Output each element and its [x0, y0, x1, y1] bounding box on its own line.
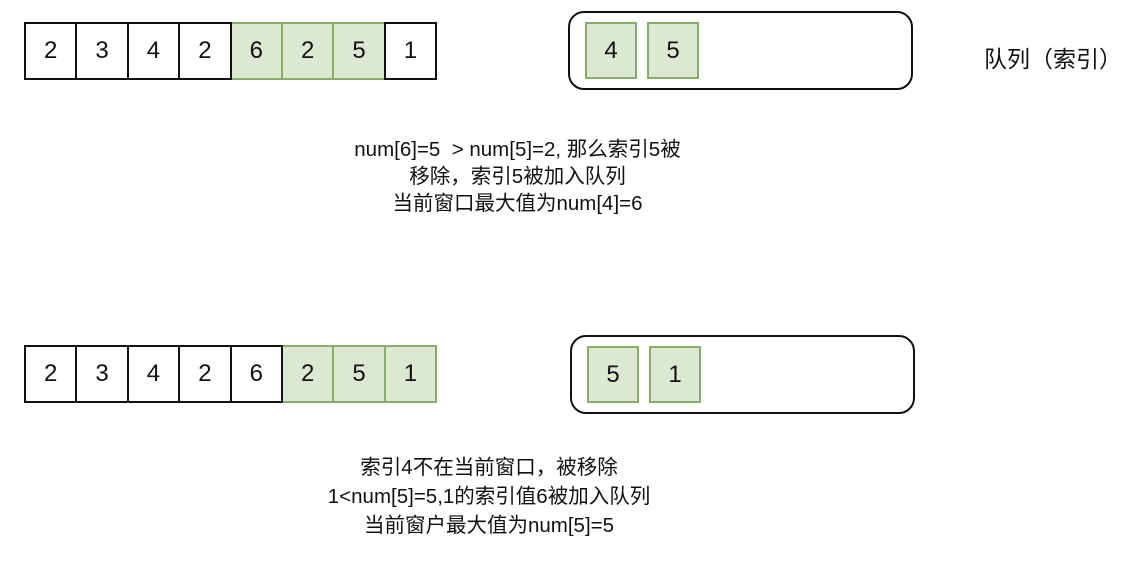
array-0-cell-3: 2 [178, 22, 232, 80]
array-1-cell-4: 6 [229, 345, 283, 403]
array-0-cell-5: 2 [280, 22, 335, 80]
caption-0: num[6]=5 > num[5]=2, 那么索引5被移除，索引5被加入队列当前… [260, 136, 775, 217]
array-0-cell-1: 3 [75, 22, 129, 80]
array-1-cell-2: 4 [126, 345, 181, 403]
array-1-cell-6: 5 [332, 345, 386, 403]
caption-0-line-2: 当前窗口最大值为num[4]=6 [392, 192, 643, 215]
array-0-cell-6: 5 [332, 22, 386, 80]
caption-0-line-0: num[6]=5 > num[5]=2, 那么索引5被 [354, 138, 681, 161]
array-0-cell-7: 1 [383, 22, 438, 80]
queue-0-cell-1: 5 [647, 22, 699, 79]
caption-1-line-0: 索引4不在当前窗口，被移除 [360, 456, 618, 479]
queue-1-cell-1: 1 [649, 346, 701, 403]
queue-label: 队列（索引） [984, 46, 1122, 72]
array-0-cell-4: 6 [229, 22, 283, 80]
array-0-cell-2: 4 [126, 22, 181, 80]
caption-1-line-1: 1<num[5]=5,1的索引值6被加入队列 [327, 485, 651, 508]
array-1-cell-3: 2 [178, 345, 232, 403]
queue-0-cell-0: 4 [585, 22, 637, 79]
array-1-cell-7: 1 [383, 345, 438, 403]
array-1-cell-1: 3 [75, 345, 129, 403]
caption-1-line-2: 当前窗户最大值为num[5]=5 [363, 514, 615, 537]
array-0-cell-0: 2 [24, 22, 78, 80]
caption-1: 索引4不在当前窗口，被移除 1<num[5]=5,1的索引值6被加入队列当前窗户最… [229, 453, 749, 540]
array-1-cell-0: 2 [24, 345, 78, 403]
caption-0-line-1: 移除，索引5被加入队列 [409, 165, 626, 188]
array-1-cell-5: 2 [280, 345, 335, 403]
queue-1-cell-0: 5 [587, 346, 639, 403]
